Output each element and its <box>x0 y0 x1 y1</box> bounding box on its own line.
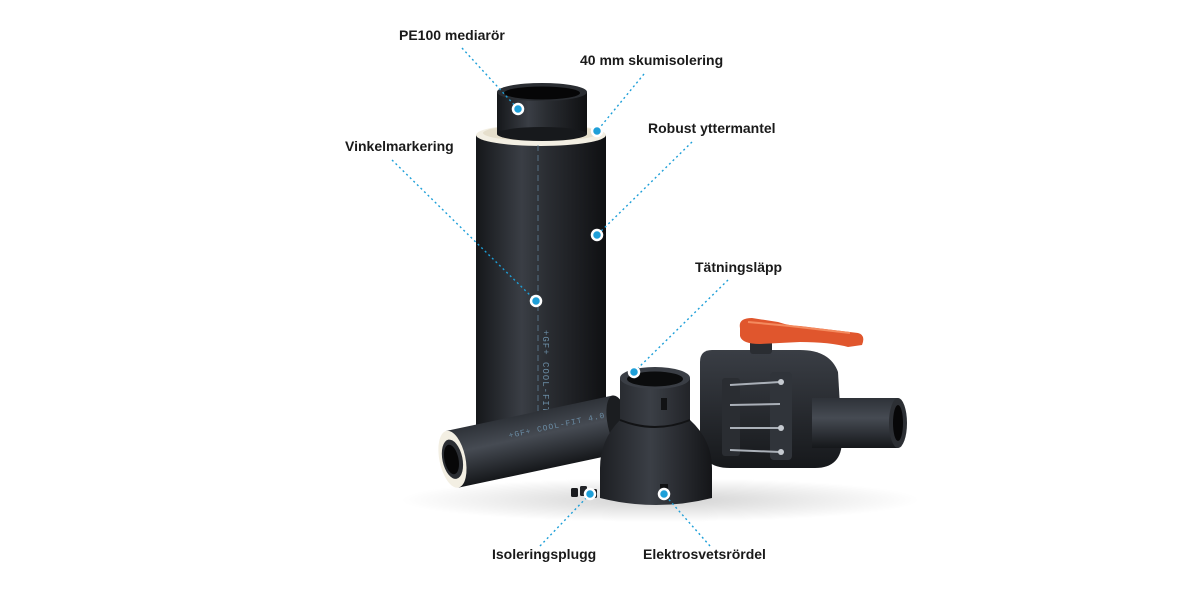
outer-jacket <box>476 135 606 435</box>
label-electrofusion-socket: Elektrosvetsrördel <box>643 546 766 562</box>
callout-dot-foam <box>590 124 604 138</box>
callout-dot-angle <box>529 294 543 308</box>
ball-valve <box>700 318 907 468</box>
valve-union-left <box>722 378 740 456</box>
valve-bolts <box>729 381 781 453</box>
callout-dot-plug <box>583 487 597 501</box>
media-pipe-hole <box>504 86 580 100</box>
label-foam-insulation: 40 mm skumisolering <box>580 52 724 68</box>
vertical-pipe-marking: +GF+ COOL-FIT <box>540 330 550 413</box>
socket-hole <box>627 371 683 387</box>
callout-dot-outer <box>590 228 604 242</box>
callout-dot-seal <box>627 365 641 379</box>
valve-union-right <box>770 372 792 460</box>
callout-lines <box>391 47 729 547</box>
callout-dots <box>511 102 671 501</box>
label-sealing-lip: Tätningsläpp <box>695 259 783 275</box>
socket-body <box>600 378 712 505</box>
horizontal-jacket <box>446 395 625 488</box>
media-pipe-bottom <box>497 127 587 141</box>
label-angle-marking: Vinkelmarkering <box>345 138 454 154</box>
horizontal-media-hole <box>443 444 459 475</box>
valve-right-pipe-hole <box>893 405 903 441</box>
valve-handle <box>739 318 864 347</box>
socket-step <box>619 419 691 428</box>
socket-terminal-top <box>661 398 667 410</box>
callout-dot-pe100 <box>511 102 525 116</box>
electrofusion-socket <box>600 367 712 505</box>
label-outer-jacket: Robust yttermantel <box>648 120 776 136</box>
label-pe100-media-pipe: PE100 mediarör <box>399 27 505 43</box>
callout-dot-socket <box>657 487 671 501</box>
label-insulation-plug: Isoleringsplugg <box>492 546 597 562</box>
valve-handle-highlight <box>747 321 851 334</box>
vertical-pipe: +GF+ COOL-FIT <box>476 83 606 445</box>
valve-right-pipe <box>812 398 898 448</box>
